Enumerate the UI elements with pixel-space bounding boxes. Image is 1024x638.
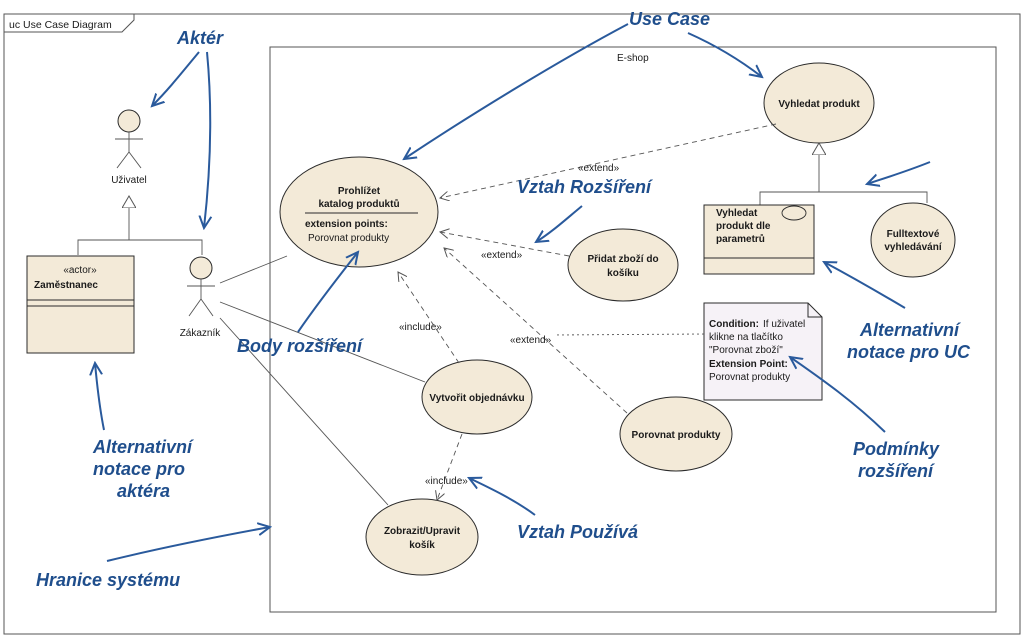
annotation-arrow xyxy=(824,262,906,309)
svg-text:parametrů: parametrů xyxy=(716,233,765,245)
annotation-alt-actor-1: Alternativní xyxy=(92,437,194,457)
actor-zamestnanec[interactable]: «actor» Zaměstnanec xyxy=(26,255,135,354)
annotation-vztah-rozsireni: Vztah Rozšíření xyxy=(517,177,653,197)
include-label: «include» xyxy=(399,322,442,333)
annotation-arrow xyxy=(790,357,886,433)
diagram-frame xyxy=(3,13,1021,635)
annotation-use-case: Use Case xyxy=(629,9,710,29)
association-vytvorit xyxy=(219,301,426,383)
constraint-note[interactable]: Condition: If uživatel klikne na tlačítk… xyxy=(703,302,823,401)
svg-text:košíku: košíku xyxy=(607,268,639,279)
svg-text:košík: košík xyxy=(409,540,435,551)
svg-text:extension points:: extension points: xyxy=(305,219,388,230)
svg-text:Zobrazit/Upravit: Zobrazit/Upravit xyxy=(384,526,461,537)
annotation-arrow xyxy=(469,478,536,516)
actor-head xyxy=(189,256,213,280)
usecase-vyhledat-produkt[interactable]: Vyhledat produkt xyxy=(763,62,875,144)
usecase-vyhledat-parametru[interactable]: Vyhledat produkt dle parametrů xyxy=(703,204,815,275)
usecase-fulltext[interactable]: Fulltextové vyhledávání xyxy=(870,202,956,278)
extend-pridat xyxy=(440,232,570,257)
actor-zamestnanec-label: Zaměstnanec xyxy=(34,280,98,291)
annotation-arrow xyxy=(297,252,358,333)
extend-label: «extend» xyxy=(510,335,552,346)
association-zobrazit xyxy=(219,317,389,506)
actor-zakaznik-label: Zákazník xyxy=(180,328,222,339)
annotation-podminky-2: rozšíření xyxy=(858,461,935,481)
annotation-arrow xyxy=(106,527,270,562)
association-prohlizet xyxy=(219,255,288,284)
annotation-arrow xyxy=(687,32,762,77)
svg-text:Vytvořit objednávku: Vytvořit objednávku xyxy=(429,393,524,404)
annotation-alt-actor-3: aktéra xyxy=(117,481,170,501)
boundary-title: E-shop xyxy=(617,53,649,64)
usecase-prohlizet-katalog[interactable]: Prohlížet katalog produktů extension poi… xyxy=(279,156,439,268)
usecase-zobrazit-kosik[interactable]: Zobrazit/Upravit košík xyxy=(365,498,479,576)
svg-text:Vyhledat: Vyhledat xyxy=(716,208,758,219)
svg-text:Fulltextové: Fulltextové xyxy=(887,229,940,240)
usecase-icon xyxy=(781,205,807,221)
annotation-hranice: Hranice systému xyxy=(36,570,180,590)
annotation-alt-uc-1: Alternativní xyxy=(859,320,961,340)
annotation-akter: Aktér xyxy=(176,28,224,48)
svg-text:klikne na tlačítko: klikne na tlačítko xyxy=(709,332,783,343)
annotation-arrow xyxy=(404,23,629,159)
note-connector xyxy=(553,333,705,336)
extend-label: «extend» xyxy=(481,250,523,261)
annotation-alt-actor-2: notace pro xyxy=(93,459,185,479)
annotation-podminky-1: Podmínky xyxy=(853,439,940,459)
usecase-pridat-zbozi[interactable]: Přidat zboží do košíku xyxy=(567,228,679,302)
svg-text:vyhledávání: vyhledávání xyxy=(884,242,942,253)
include-prohlizet xyxy=(398,272,460,364)
svg-text:Extension Point:: Extension Point: xyxy=(709,359,788,370)
generalization-uc-branches xyxy=(759,191,928,205)
frame-title: uc Use Case Diagram xyxy=(9,19,112,31)
svg-text:Prohlížet: Prohlížet xyxy=(338,186,381,197)
svg-text:produkt dle: produkt dle xyxy=(716,221,771,232)
annotation-arrow xyxy=(95,363,105,431)
annotation-vztah-pouziva: Vztah Používá xyxy=(517,522,638,542)
svg-text:katalog produktů: katalog produktů xyxy=(318,198,399,210)
generalization-branches xyxy=(77,239,203,255)
annotation-body-rozsireni: Body rozšíření xyxy=(237,336,364,356)
actor-zakaznik[interactable]: Zákazník xyxy=(180,256,222,339)
extension-point: Porovnat produkty xyxy=(308,233,389,244)
svg-text:Přidat zboží do: Přidat zboží do xyxy=(587,254,658,265)
svg-text:Vyhledat produkt: Vyhledat produkt xyxy=(778,99,860,110)
annotation-arrow xyxy=(536,205,583,242)
actor-stereotype: «actor» xyxy=(63,265,97,276)
usecase-vytvorit-objednavku[interactable]: Vytvořit objednávku xyxy=(421,359,533,435)
svg-text:Porovnat produkty: Porovnat produkty xyxy=(632,430,721,441)
frame-tab xyxy=(3,14,135,33)
actor-uzivatel[interactable]: Uživatel xyxy=(111,109,147,186)
system-boundary xyxy=(269,46,997,613)
include-label: «include» xyxy=(425,476,468,487)
include-zobrazit xyxy=(437,433,463,500)
svg-text:Condition:: Condition: xyxy=(709,319,759,330)
extend-vyhledat xyxy=(440,123,777,198)
svg-text:"Porovnat zboží": "Porovnat zboží" xyxy=(709,345,783,356)
svg-text:If uživatel: If uživatel xyxy=(763,319,805,330)
annotation-arrow xyxy=(152,51,200,106)
annotation-arrow xyxy=(204,51,210,228)
extend-label: «extend» xyxy=(578,163,620,174)
annotation-arrow xyxy=(867,161,931,184)
actor-uzivatel-label: Uživatel xyxy=(111,175,147,186)
actor-head xyxy=(117,109,141,133)
usecase-porovnat-produkty[interactable]: Porovnat produkty xyxy=(619,396,733,472)
svg-text:Porovnat produkty: Porovnat produkty xyxy=(709,372,790,383)
annotation-alt-uc-2: notace pro UC xyxy=(847,342,971,362)
